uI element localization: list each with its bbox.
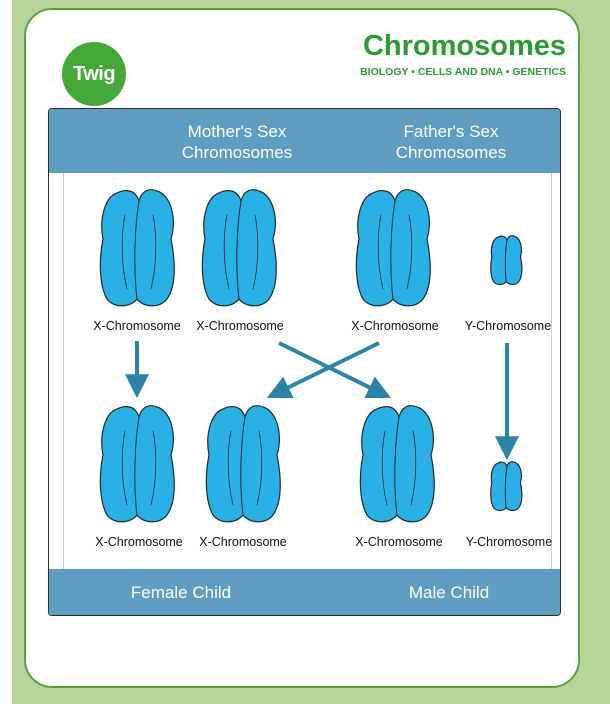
parent-label-2: X-Chromosome	[180, 319, 300, 333]
twig-logo: Twig	[62, 42, 126, 106]
male-child-label: Male Child	[339, 582, 559, 603]
child-label-3: X-Chromosome	[339, 535, 459, 549]
father-x-chromosome	[356, 190, 430, 306]
children-footer-band: Female Child Male Child	[49, 569, 560, 615]
parent-label-4: Y-Chromosome	[448, 319, 561, 333]
parent-label-1: X-Chromosome	[77, 319, 197, 333]
mother-x-chromosome-2	[202, 190, 276, 306]
page-title: Chromosomes	[363, 30, 566, 62]
male-y-chromosome	[491, 462, 522, 511]
female-x-chromosome-2	[206, 406, 280, 522]
father-y-chromosome	[491, 236, 522, 285]
child-label-1: X-Chromosome	[79, 535, 199, 549]
page-subtitle: BIOLOGY • CELLS AND DNA • GENETICS	[360, 66, 566, 78]
mother-x-chromosome-1	[100, 190, 174, 306]
male-x-chromosome	[360, 406, 434, 522]
child-label-2: X-Chromosome	[183, 535, 303, 549]
diagram-panel: Mother's Sex Chromosomes Father's Sex Ch…	[48, 108, 561, 616]
parent-label-3: X-Chromosome	[335, 319, 455, 333]
logo-text: Twig	[73, 63, 115, 86]
child-label-4: Y-Chromosome	[449, 535, 561, 549]
female-x-chromosome-1	[100, 406, 174, 522]
female-child-label: Female Child	[71, 582, 291, 603]
